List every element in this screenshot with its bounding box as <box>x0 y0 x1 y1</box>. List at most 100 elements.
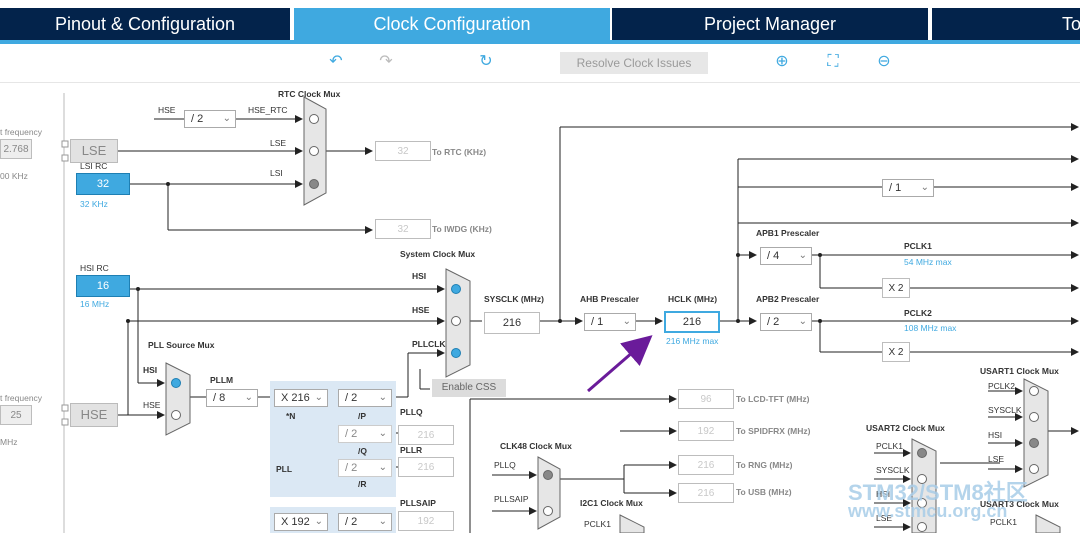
usart1-sysclk-label: SYSCLK <box>988 405 1022 415</box>
hsi-rc-hint: 16 MHz <box>80 299 110 309</box>
rng-output-field[interactable]: 216 <box>678 455 734 475</box>
sysclk-label: SYSCLK (MHz) <box>484 294 544 304</box>
system-mux-hse-label: HSE <box>412 305 430 315</box>
pllsaip-label: PLLSAIP <box>400 498 436 508</box>
hse-frequency-input[interactable]: 25 <box>0 405 32 425</box>
pllm-value: / 8 <box>213 392 226 404</box>
lse-frequency-input[interactable]: 2.768 <box>0 139 32 159</box>
tab-project-manager[interactable]: Project Manager <box>612 8 928 40</box>
clk48-mux-shape <box>537 456 561 530</box>
pllq-select[interactable]: / 2⌄ <box>338 425 392 443</box>
tab-tools[interactable]: To <box>932 8 1080 40</box>
apb2-prescaler-value: / 2 <box>767 316 780 328</box>
pll-source-mux-shape <box>165 362 191 436</box>
chevron-down-icon: ⌄ <box>314 392 323 403</box>
rtc-hse-divider-select[interactable]: / 2⌄ <box>184 110 236 128</box>
lse-block[interactable]: LSE <box>70 139 118 163</box>
chevron-down-icon: ⌄ <box>244 392 253 403</box>
pllq-output-field[interactable]: 216 <box>398 425 454 445</box>
pclk2-label: PCLK2 <box>904 308 932 318</box>
apb2-timer-multiplier: X 2 <box>882 342 910 362</box>
pllsaip-field[interactable]: 192 <box>398 511 454 531</box>
iwdg-output-label: To IWDG (KHz) <box>432 224 492 234</box>
lsi-rc-block[interactable]: 32 <box>76 173 130 195</box>
hsi-rc-label: HSI RC <box>80 263 109 273</box>
chevron-down-icon: ⌄ <box>798 316 807 327</box>
hclk-label: HCLK (MHz) <box>668 294 718 304</box>
usart2-sysclk-label: SYSCLK <box>876 465 910 475</box>
lcd-tft-output-label: To LCD-TFT (MHz) <box>736 394 810 404</box>
undo-icon[interactable]: ↶ <box>329 53 343 70</box>
usb-output-field[interactable]: 216 <box>678 483 734 503</box>
fit-screen-icon[interactable]: ⛶ <box>827 53 839 70</box>
chevron-down-icon: ⌄ <box>920 182 929 193</box>
rtc-output-field[interactable]: 32 <box>375 141 431 161</box>
pllr-select[interactable]: / 2⌄ <box>338 459 392 477</box>
tab-pinout-configuration[interactable]: Pinout & Configuration <box>0 8 290 40</box>
pllp-select[interactable]: / 2⌄ <box>338 389 392 407</box>
pllq-value: / 2 <box>345 428 358 440</box>
resolve-clock-issues-button[interactable]: Resolve Clock Issues <box>560 52 708 74</box>
hse-block[interactable]: HSE <box>70 403 118 427</box>
pllr-output-field[interactable]: 216 <box>398 457 454 477</box>
rtc-hse-label: HSE <box>158 105 176 115</box>
system-mux-pllclk-label: PLLCLK <box>412 339 446 349</box>
usart3-mux-shape <box>1035 514 1061 533</box>
plln-value: X 216 <box>281 392 310 404</box>
pllsai-p-select[interactable]: / 2⌄ <box>338 513 392 531</box>
apb1-prescaler-select[interactable]: / 4⌄ <box>760 247 812 265</box>
plln-select[interactable]: X 216 ⌄ <box>274 389 328 407</box>
usart1-mux-title: USART1 Clock Mux <box>980 366 1059 376</box>
tab-underline <box>0 40 1080 44</box>
hclk-input[interactable]: 216 <box>664 311 720 333</box>
rtc-lsi-label: LSI <box>270 168 283 178</box>
usart3-mux-title: USART3 Clock Mux <box>980 499 1059 509</box>
toolbar: ↶ ↷ ↻ Resolve Clock Issues ⊕ ⛶ ⊖ <box>0 44 1080 83</box>
pllp-label: /P <box>358 411 367 421</box>
sysclk-field[interactable]: 216 <box>484 312 540 334</box>
usart1-pclk2-label: PCLK2 <box>988 381 1015 391</box>
lsi-rc-label: LSI RC <box>80 161 108 171</box>
clk48-pllq-label: PLLQ <box>494 460 516 470</box>
div1-select[interactable]: / 1 ⌄ <box>882 179 934 197</box>
rtc-mux-title: RTC Clock Mux <box>278 89 341 99</box>
pllq-output-label: PLLQ <box>400 407 423 417</box>
redo-icon[interactable]: ↷ <box>379 53 393 70</box>
zoom-out-icon[interactable]: ⊖ <box>877 53 891 70</box>
rtc-hse-rtc-label: HSE_RTC <box>248 105 288 115</box>
hse-frequency-hint: MHz <box>0 437 18 447</box>
system-mux-title: System Clock Mux <box>400 249 476 259</box>
hsi-rc-block[interactable]: 16 <box>76 275 130 297</box>
lse-frequency-label: t frequency <box>0 127 43 137</box>
i2c1-mux-shape <box>619 514 645 533</box>
apb1-prescaler-value: / 4 <box>767 250 780 262</box>
enable-css-button[interactable]: Enable CSS <box>432 379 506 397</box>
apb2-prescaler-label: APB2 Prescaler <box>756 294 820 304</box>
pclk1-label: PCLK1 <box>904 241 932 251</box>
iwdg-output-field[interactable]: 32 <box>375 219 431 239</box>
div1-value: / 1 <box>889 182 902 194</box>
spdifrx-output-field[interactable]: 192 <box>678 421 734 441</box>
pllm-select[interactable]: / 8 ⌄ <box>206 389 258 407</box>
reset-icon[interactable]: ↻ <box>479 53 493 70</box>
i2c1-mux-title: I2C1 Clock Mux <box>580 498 643 508</box>
pclk2-hint: 108 MHz max <box>904 323 957 333</box>
tab-clock-configuration[interactable]: Clock Configuration <box>294 8 610 40</box>
chevron-down-icon: ⌄ <box>314 516 323 527</box>
lcd-tft-output-field[interactable]: 96 <box>678 389 734 409</box>
watermark-url: www.stmcu.org.cn <box>848 501 1008 521</box>
usart1-lse-label: LSE <box>988 454 1005 464</box>
apb2-prescaler-select[interactable]: / 2 ⌄ <box>760 313 812 331</box>
pllsai-n-value: X 192 <box>281 516 310 528</box>
pllq-divider-label: /Q <box>358 446 367 456</box>
system-mux-hsi-label: HSI <box>412 271 427 281</box>
usart2-mux-shape <box>911 438 937 533</box>
zoom-in-icon[interactable]: ⊕ <box>775 53 789 70</box>
pllsai-n-select[interactable]: X 192 ⌄ <box>274 513 328 531</box>
apb1-timer-multiplier: X 2 <box>882 278 910 298</box>
usart2-lse-label: LSE <box>876 513 893 523</box>
usart1-mux-shape <box>1023 378 1049 488</box>
clk48-pllsaip-label: PLLSAIP <box>494 494 529 504</box>
ahb-prescaler-select[interactable]: / 1⌄ <box>584 313 636 331</box>
usb-output-label: To USB (MHz) <box>736 487 792 497</box>
